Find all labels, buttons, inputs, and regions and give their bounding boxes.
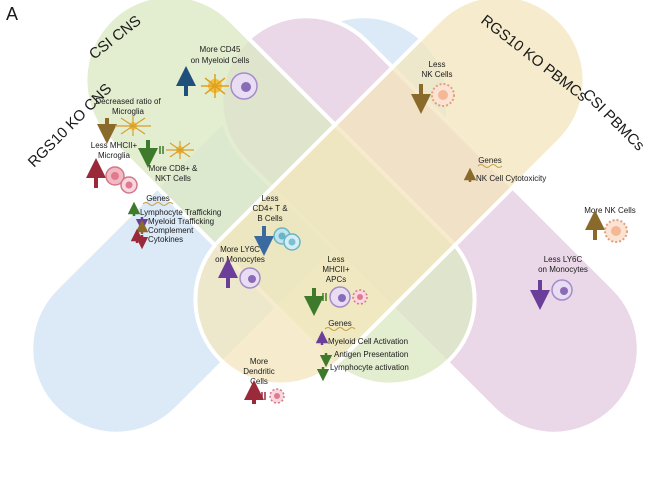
nkt-cell-icon	[120, 176, 138, 194]
macrophage-icon	[230, 72, 258, 100]
microglia-icon	[115, 116, 151, 136]
less-cd4-line3: B Cells	[257, 214, 282, 223]
gene-nk-cytotoxicity: NK Cell Cytotoxicity	[476, 174, 546, 183]
cd8-nkt-line2: NKT Cells	[155, 174, 191, 183]
microglia-ratio-line2: Microglia	[112, 107, 145, 116]
less-cd4-line1: Less	[262, 194, 279, 203]
mhc-receptor-icon	[261, 392, 266, 400]
more-ly6c-line2: on Monocytes	[215, 255, 265, 264]
mhcii-microglia-line2: Microglia	[98, 151, 131, 160]
dendritic-line1: More	[250, 357, 269, 366]
less-mhcii-line2: MHCII+	[322, 265, 350, 274]
less-nk-line1: Less	[429, 60, 446, 69]
region-rgs10-pbmc-only: Less NK Cells	[411, 60, 455, 114]
region-cns-csi-pbmc: Less CD4+ T & B Cells	[252, 194, 301, 256]
mhc-receptor-icon	[322, 293, 327, 301]
cns-genes-title: Genes	[146, 194, 170, 203]
gene-lymphocyte-activation: Lymphocyte activation	[330, 363, 409, 372]
region-all-four: Less MHCII+ APCs Genes Myeloid Cell Acti…	[304, 255, 409, 382]
dendritic-cell-icon	[352, 289, 368, 305]
less-ly6c-line1: Less LY6C	[544, 255, 583, 264]
region-dendritic: More Dendritic Cells	[243, 357, 285, 404]
region-csi-cns-only: More CD45 on Myeloid Cells	[176, 45, 258, 100]
set-ellipses	[29, 0, 641, 436]
monocyte-icon	[551, 279, 573, 301]
dendritic-line2: Dendritic	[243, 367, 275, 376]
gene-myeloid-activation: Myeloid Cell Activation	[328, 337, 408, 346]
more-cd45-line2: on Myeloid Cells	[191, 56, 250, 65]
monocyte-icon	[239, 267, 261, 289]
microglia-ratio-line1: Decreased ratio of	[95, 97, 161, 106]
panel-letter: A	[6, 4, 18, 24]
less-nk-line2: NK Cells	[421, 70, 452, 79]
gene-complement: Complement	[148, 226, 194, 235]
dna-icon	[477, 164, 503, 168]
more-ly6c-line1: More LY6C	[220, 245, 260, 254]
ellipse-rgs10-ko-pbmcs	[193, 0, 587, 387]
region-rgs10-cns-csi-pbmc: More LY6C on Monocytes	[215, 245, 265, 289]
gene-lymphocyte-trafficking: Lymphocyte Trafficking	[140, 208, 221, 217]
less-ly6c-line2: on Monocytes	[538, 265, 588, 274]
nk-cell-icon	[604, 219, 628, 243]
region-pbmc-overlap: Genes NK Cell Cytotoxicity	[463, 156, 546, 183]
nk-cell-icon	[431, 83, 455, 107]
gene-antigen-presentation: Antigen Presentation	[334, 350, 408, 359]
cd8-nkt-line1: More CD8+ &	[149, 164, 198, 173]
label-csi-pbmcs: CSI PBMCs	[579, 86, 648, 155]
mhc-receptor-icon	[159, 146, 164, 154]
less-cd4-line2: CD4+ T &	[252, 204, 288, 213]
gene-myeloid-trafficking: Myeloid Trafficking	[148, 217, 214, 226]
pbmc-genes-title: Genes	[478, 156, 502, 165]
apc-icon	[329, 286, 351, 308]
dna-icon	[142, 202, 174, 206]
b-cell-icon	[283, 233, 301, 251]
less-mhcii-line1: Less	[328, 255, 345, 264]
region-csi-pbmcs-only: More NK Cells Less LY6C on Monocytes	[530, 206, 636, 310]
mhcii-microglia-line1: Less MHCII+	[91, 141, 138, 150]
myeloid-cell-icon	[201, 74, 229, 98]
all-genes-title: Genes	[328, 319, 352, 328]
less-mhcii-line3: APCs	[326, 275, 346, 284]
dna-icon	[324, 327, 356, 331]
gene-cytokines: Cytokines	[148, 235, 183, 244]
microglia-icon	[166, 141, 194, 159]
more-cd45-line1: More CD45	[200, 45, 241, 54]
dendritic-line3: Cells	[250, 377, 268, 386]
region-cns-overlap: Decreased ratio of Microglia Less MHCII+…	[86, 97, 221, 250]
dendritic-cell-icon	[269, 388, 285, 404]
cd8-cell-icon	[105, 166, 125, 186]
more-nk-text: More NK Cells	[584, 206, 636, 215]
